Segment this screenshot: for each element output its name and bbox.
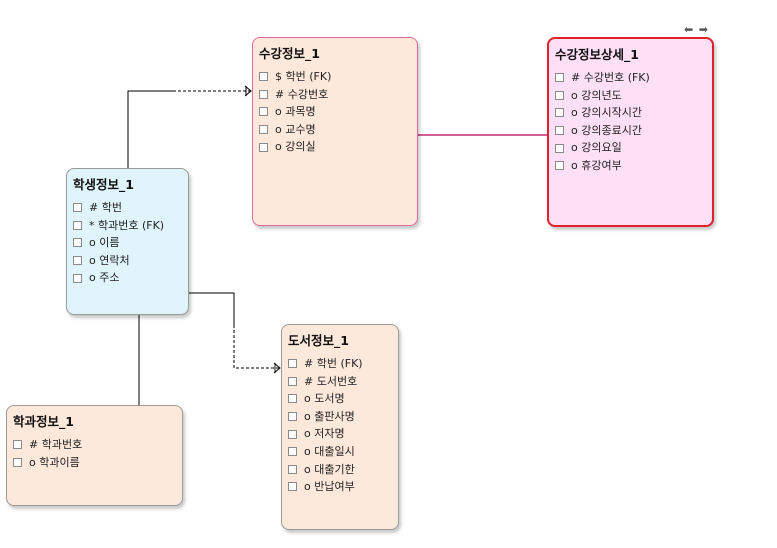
attribute-row[interactable]: o 출판사명	[288, 408, 398, 426]
student-book-relation-dashed	[233, 325, 280, 369]
attribute-row[interactable]: o 강의실	[259, 138, 417, 156]
entity-title: 도서정보_1	[288, 333, 349, 348]
attribute-row[interactable]: o 학과이름	[13, 454, 182, 472]
checkbox-icon	[555, 161, 564, 171]
attribute-row[interactable]: $ 학번 (FK)	[259, 68, 417, 86]
checkbox-icon	[288, 429, 297, 439]
checkbox-icon	[555, 90, 564, 100]
attribute-row[interactable]: o 연락처	[73, 252, 188, 270]
crowfoot-book	[273, 362, 281, 374]
resize-arrows-icon[interactable]: ⬅ ➡	[684, 23, 709, 36]
checkbox-icon	[288, 394, 297, 404]
attribute-row[interactable]: o 과목명	[259, 103, 417, 121]
checkbox-icon	[259, 107, 268, 117]
attribute-row[interactable]: # 수강번호 (FK)	[555, 69, 712, 87]
checkbox-icon	[555, 108, 564, 118]
attribute-row[interactable]: o 휴강여부	[555, 157, 712, 175]
attribute-row[interactable]: # 학과번호	[13, 436, 182, 454]
attribute-row[interactable]: o 강의시작시간	[555, 104, 712, 122]
checkbox-icon	[555, 126, 564, 136]
checkbox-icon	[555, 143, 564, 153]
attribute-row[interactable]: o 대출일시	[288, 443, 398, 461]
attribute-row[interactable]: # 학번	[73, 199, 188, 217]
attribute-row[interactable]: o 도서명	[288, 390, 398, 408]
checkbox-icon	[288, 464, 297, 474]
checkbox-icon	[259, 142, 268, 152]
entity-student[interactable]: 학생정보_1 # 학번 * 학과번호 (FK) o 이름 o 연락처 o 주소	[66, 168, 189, 315]
checkbox-icon	[288, 412, 297, 422]
entity-book[interactable]: 도서정보_1 # 학번 (FK) # 도서번호 o 도서명 o 출판사명 o 저…	[281, 324, 399, 530]
attribute-row[interactable]: o 강의요일	[555, 139, 712, 157]
crowfoot-course	[244, 85, 252, 97]
checkbox-icon	[13, 457, 22, 467]
attribute-row[interactable]: o 교수명	[259, 121, 417, 139]
entity-title: 학생정보_1	[73, 177, 134, 192]
attribute-row[interactable]: o 강의종료시간	[555, 122, 712, 140]
checkbox-icon	[288, 447, 297, 457]
checkbox-icon	[13, 440, 22, 450]
checkbox-icon	[259, 72, 268, 82]
attribute-row[interactable]: # 학번 (FK)	[288, 355, 398, 373]
checkbox-icon	[555, 73, 564, 83]
entity-department[interactable]: 학과정보_1 # 학과번호 o 학과이름	[6, 405, 183, 506]
attribute-row[interactable]: o 강의년도	[555, 87, 712, 105]
checkbox-icon	[259, 125, 268, 135]
checkbox-icon	[73, 256, 82, 266]
checkbox-icon	[73, 273, 82, 283]
checkbox-icon	[288, 482, 297, 492]
checkbox-icon	[73, 203, 82, 213]
attribute-row[interactable]: o 대출기한	[288, 461, 398, 479]
attribute-row[interactable]: o 저자명	[288, 425, 398, 443]
attribute-row[interactable]: * 학과번호 (FK)	[73, 217, 188, 235]
attribute-row[interactable]: o 주소	[73, 269, 188, 287]
entity-course-detail[interactable]: 수강정보상세_1 # 수강번호 (FK) o 강의년도 o 강의시작시간 o 강…	[547, 37, 714, 227]
entity-course[interactable]: 수강정보_1 $ 학번 (FK) # 수강번호 o 과목명 o 교수명 o 강의…	[252, 37, 418, 226]
attribute-row[interactable]: o 반납여부	[288, 478, 398, 496]
checkbox-icon	[73, 220, 82, 230]
checkbox-icon	[288, 359, 297, 369]
checkbox-icon	[73, 238, 82, 248]
student-book-relation	[188, 292, 235, 325]
checkbox-icon	[259, 89, 268, 99]
entity-title: 수강정보상세_1	[555, 47, 639, 62]
checkbox-icon	[288, 376, 297, 386]
attribute-row[interactable]: # 도서번호	[288, 373, 398, 391]
attribute-row[interactable]: o 이름	[73, 234, 188, 252]
entity-title: 수강정보_1	[259, 46, 320, 61]
attribute-row[interactable]: # 수강번호	[259, 86, 417, 104]
entity-title: 학과정보_1	[13, 414, 74, 429]
